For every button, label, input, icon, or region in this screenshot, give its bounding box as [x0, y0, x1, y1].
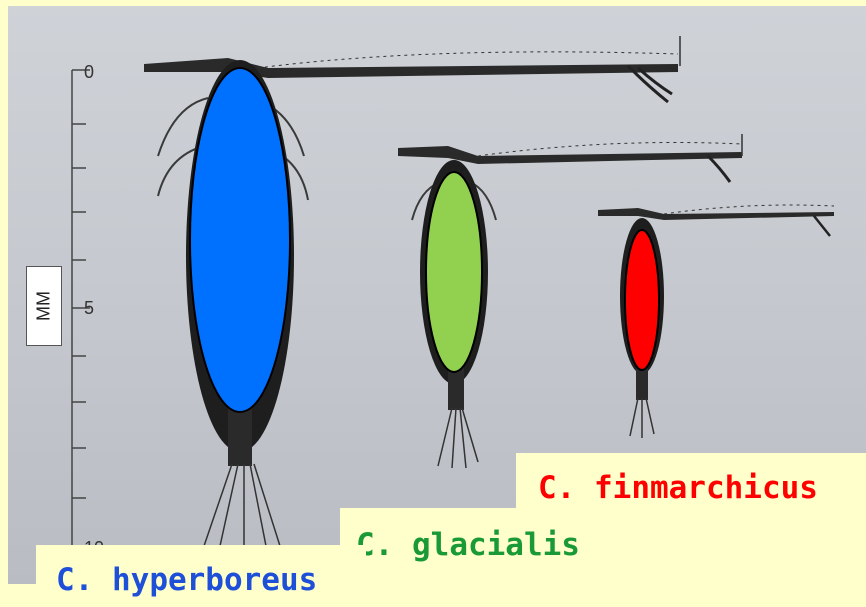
finmarchicus-label: C. finmarchicus — [538, 473, 818, 504]
hyperboreus-label-box: C. hyperboreus — [36, 545, 366, 607]
glacialis-label-box: C. glacialis — [340, 508, 540, 607]
glacialis-copepod — [398, 134, 742, 468]
glacialis-label: C. glacialis — [356, 530, 580, 561]
unit-label: MM — [34, 291, 55, 321]
finmarchicus-copepod — [598, 205, 834, 438]
ruler-tick-0: 0 — [84, 62, 94, 83]
mm-ruler — [72, 70, 90, 584]
hyperboreus-label: C. hyperboreus — [56, 565, 317, 596]
ruler-tick-5: 5 — [84, 298, 94, 319]
unit-label-box: MM — [26, 266, 62, 346]
glacialis-body-highlight — [426, 172, 482, 372]
hyperboreus-body-highlight — [190, 68, 290, 412]
finmarchicus-body-highlight — [625, 230, 659, 370]
